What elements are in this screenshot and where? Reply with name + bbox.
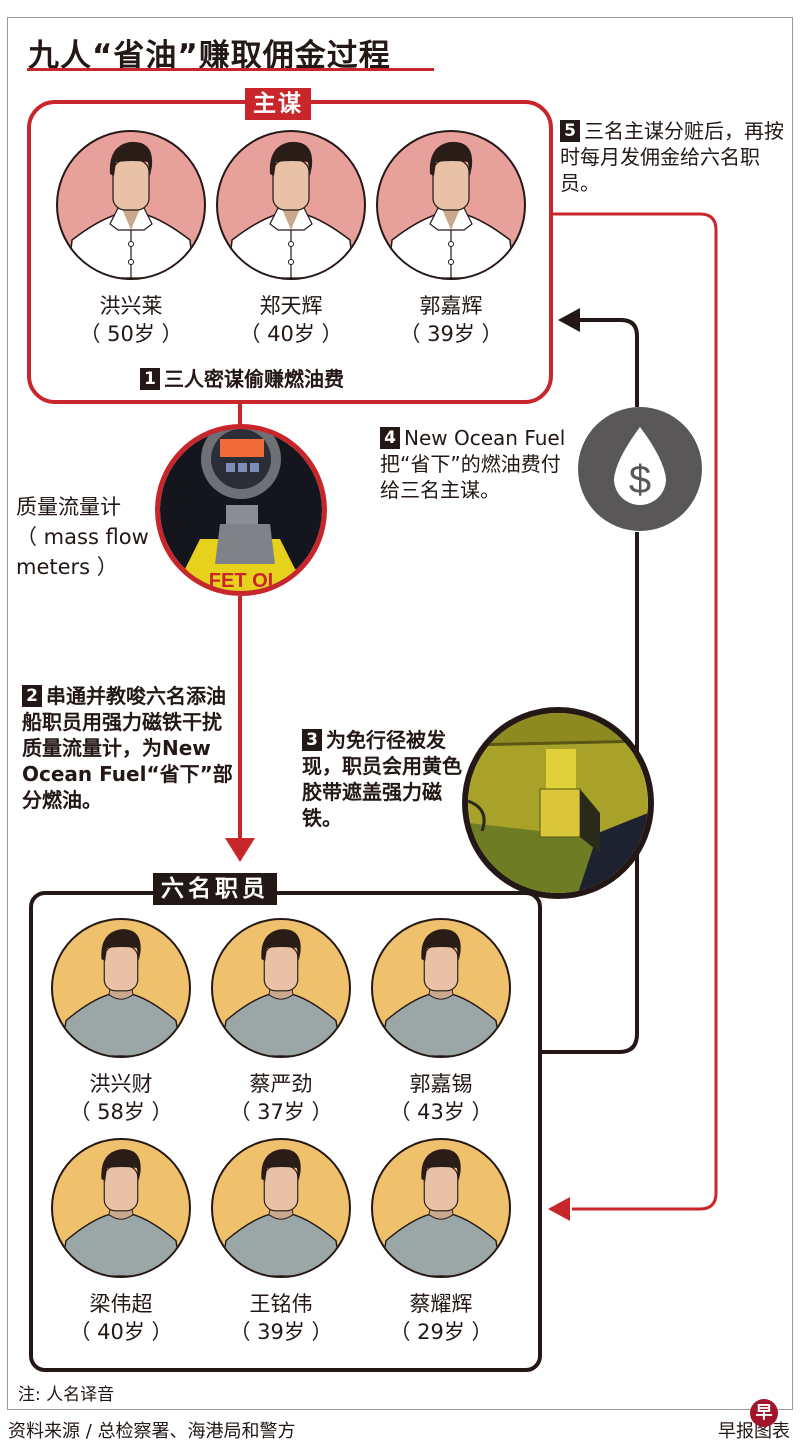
employee-card: 郭嘉锡 （ 43岁 ）	[365, 918, 517, 1126]
person-silhouette-icon	[387, 141, 515, 278]
person-age: （ 58岁 ）	[69, 1100, 173, 1124]
person-name: 洪兴财	[89, 1072, 153, 1096]
arrow-left-red-icon	[548, 1197, 570, 1221]
footnote: 注: 人名译音	[18, 1385, 115, 1405]
person-name: 梁伟超	[89, 1292, 153, 1316]
mass-flow-meter-photo: FET OI	[155, 424, 327, 596]
avatar	[376, 130, 526, 280]
employee-card: 王铭伟 （ 39岁 ）	[205, 1138, 357, 1346]
meter-label-en-1: （ mass flow	[16, 525, 149, 549]
meter-label: 质量流量计 （ mass flow meters ）	[16, 492, 156, 582]
employee-card: 蔡严劲 （ 37岁 ）	[205, 918, 357, 1126]
dollar-drop-icon: $	[578, 407, 702, 531]
person-silhouette-icon	[227, 141, 355, 278]
employee-card: 蔡耀辉 （ 29岁 ）	[365, 1138, 517, 1346]
employee-card: 洪兴财 （ 58岁 ）	[45, 918, 197, 1126]
graphic-credit: 早报图表	[718, 1421, 790, 1442]
step-number-badge: 2	[22, 685, 42, 707]
person-name: 洪兴莱	[99, 294, 163, 318]
avatar	[371, 918, 511, 1058]
ringleader-card: 洪兴莱 （ 50岁 ）	[55, 130, 207, 348]
step-number-badge: 4	[380, 427, 400, 449]
infographic-frame	[7, 17, 793, 1410]
person-age: （ 29岁 ）	[389, 1320, 493, 1344]
person-age: （ 39岁 ）	[229, 1320, 333, 1344]
taped-magnet-photo	[462, 707, 654, 899]
svg-text:FET OI: FET OI	[209, 570, 273, 591]
person-name: 郭嘉锡	[409, 1072, 473, 1096]
avatar	[371, 1138, 511, 1278]
person-name: 蔡严劲	[249, 1072, 313, 1096]
employee-card: 梁伟超 （ 40岁 ）	[45, 1138, 197, 1346]
person-name: 郑天辉	[259, 294, 323, 318]
step-text: New Ocean Fuel把“省下”的燃油费付给三名主谋。	[380, 426, 566, 502]
svg-text:$: $	[629, 458, 651, 502]
ringleader-card: 郭嘉辉 （ 39岁 ）	[375, 130, 527, 348]
step-text: 三人密谋偷赚燃油费	[164, 367, 344, 391]
person-silhouette-icon	[59, 929, 183, 1056]
person-age: （ 43岁 ）	[389, 1100, 493, 1124]
avatar	[211, 918, 351, 1058]
step-number-badge: 5	[560, 120, 580, 142]
title-underline	[27, 68, 434, 71]
meter-label-en-2: meters ）	[16, 555, 118, 579]
employees-box	[29, 891, 542, 1372]
ringleader-card: 郑天辉 （ 40岁 ）	[215, 130, 367, 348]
employees-label: 六名职员	[153, 873, 277, 905]
avatar	[211, 1138, 351, 1278]
avatar	[51, 918, 191, 1058]
arrow-down-icon	[225, 838, 255, 862]
person-age: （ 40岁 ）	[69, 1320, 173, 1344]
person-silhouette-icon	[219, 929, 343, 1056]
step-text: 三名主谋分赃后，再按时每月发佣金给六名职员。	[560, 119, 784, 195]
person-silhouette-icon	[379, 1149, 503, 1276]
step-number-badge: 3	[302, 729, 322, 751]
meter-label-cn: 质量流量计	[16, 495, 121, 519]
step-text: 串通并教唆六名添油船职员用强力磁铁干扰质量流量计，为New Ocean Fuel…	[22, 684, 233, 812]
person-silhouette-icon	[379, 929, 503, 1056]
person-name: 蔡耀辉	[409, 1292, 473, 1316]
person-name: 郭嘉辉	[419, 294, 483, 318]
person-silhouette-icon	[67, 141, 195, 278]
person-name: 王铭伟	[249, 1292, 313, 1316]
person-silhouette-icon	[59, 1149, 183, 1276]
source-credit: 资料来源 / 总检察署、海港局和警方	[8, 1421, 296, 1442]
arrow-left-icon	[558, 308, 580, 332]
step-text: 为免行径被发现，职员会用黄色胶带遮盖强力磁铁。	[302, 728, 462, 830]
person-age: （ 40岁 ）	[239, 322, 343, 346]
person-age: （ 50岁 ）	[79, 322, 183, 346]
avatar	[56, 130, 206, 280]
avatar	[216, 130, 366, 280]
avatar	[51, 1138, 191, 1278]
person-silhouette-icon	[219, 1149, 343, 1276]
zaobao-logo-icon: 早	[750, 1399, 778, 1427]
person-age: （ 39岁 ）	[399, 322, 503, 346]
person-age: （ 37岁 ）	[229, 1100, 333, 1124]
step-number-badge: 1	[140, 368, 160, 390]
ringleaders-label: 主谋	[245, 88, 311, 120]
